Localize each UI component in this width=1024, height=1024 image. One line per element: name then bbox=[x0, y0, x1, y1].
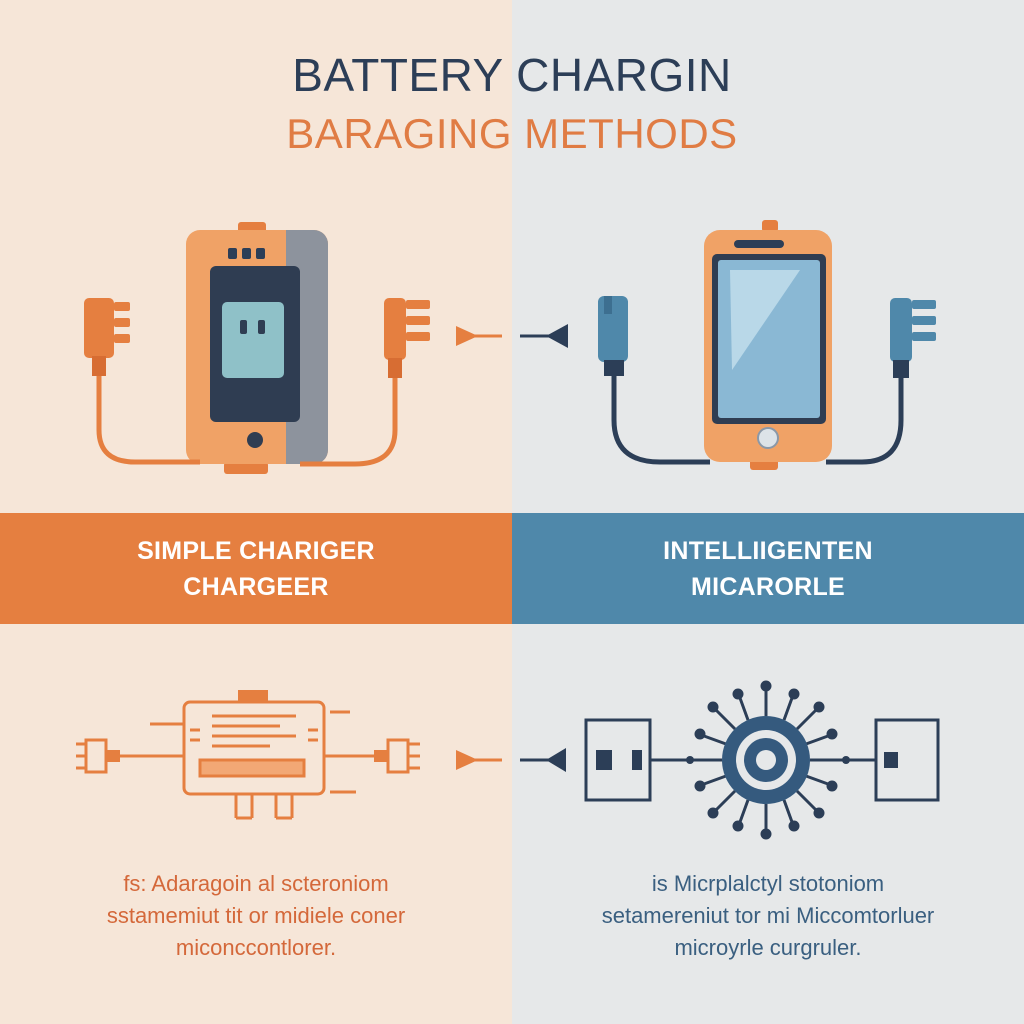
bottom-left-arrow-icon bbox=[456, 750, 502, 770]
intelligent-charger-description: is Micrplalctyl stotoniom setamereniut t… bbox=[568, 868, 968, 964]
simple-desc-line1: fs: Adaragoin al scteroniom bbox=[123, 871, 389, 896]
page-title: BATTERY CHARGIN bbox=[292, 49, 732, 101]
simple-desc-line2: sstamemiut tit or midiele coner bbox=[106, 903, 406, 928]
simple-charger-label-line1: SIMPLE CHARIGER bbox=[137, 536, 375, 565]
simple-circuit-icon bbox=[76, 690, 420, 820]
blue-left-plug-icon bbox=[598, 296, 710, 465]
top-left-arrow-icon bbox=[456, 326, 502, 346]
simple-desc-line3: miconccontlorer. bbox=[175, 935, 337, 960]
right-background bbox=[512, 0, 1024, 1024]
left-plug-icon bbox=[84, 298, 200, 465]
smartphone-icon bbox=[704, 220, 832, 470]
simple-charger-band: SIMPLE CHARIGER CHARGEER bbox=[0, 513, 512, 624]
simple-charger-device-icon bbox=[186, 222, 328, 474]
blue-right-plug-icon bbox=[826, 298, 936, 465]
intelligent-charger-band: INTELLIIGENTEN MICARORLE bbox=[512, 513, 1024, 624]
simple-charger-label-line2: CHARGEER bbox=[183, 572, 329, 601]
right-plug-icon bbox=[300, 298, 430, 467]
intelligent-charger-label-line2: MICARORLE bbox=[690, 572, 846, 601]
bottom-right-arrow-icon bbox=[520, 748, 566, 772]
top-right-arrow-icon bbox=[520, 324, 568, 348]
page-subtitle: BARAGING METHODS bbox=[286, 110, 738, 157]
intelligent-desc-line1: is Micrplalctyl stotoniom bbox=[651, 871, 885, 896]
top-illustrations bbox=[84, 220, 936, 474]
left-background bbox=[0, 0, 512, 1024]
microcontroller-circuit-icon bbox=[584, 680, 940, 840]
intelligent-desc-line2: setamereniut tor mi Miccomtorluer bbox=[601, 903, 935, 928]
simple-charger-description: fs: Adaragoin al scteroniom sstamemiut t… bbox=[56, 868, 456, 964]
intelligent-desc-line3: microyrle curgruler. bbox=[674, 935, 862, 960]
intelligent-charger-label-line1: INTELLIIGENTEN bbox=[663, 536, 873, 565]
